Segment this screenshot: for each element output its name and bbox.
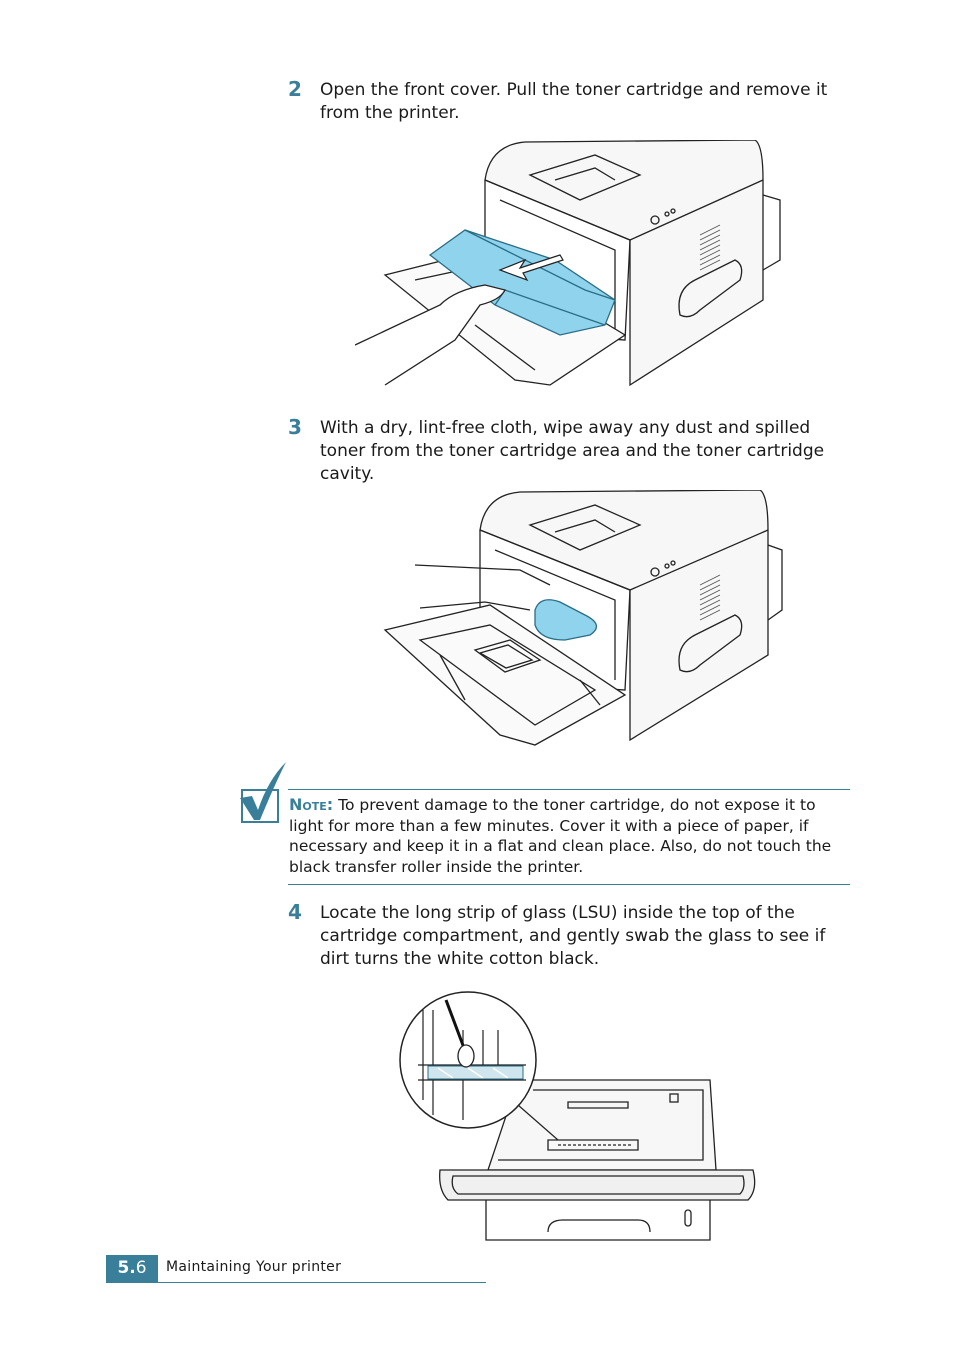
note-label: Note:	[289, 795, 334, 814]
note-bottom-rule	[288, 884, 850, 885]
note-block: Note: To prevent damage to the toner car…	[289, 795, 849, 877]
swab-lsu-glass-illustration	[399, 991, 756, 1241]
note-top-rule	[288, 789, 850, 790]
step-2-text: Open the front cover. Pull the toner car…	[320, 80, 828, 123]
footer-rule	[106, 1282, 486, 1283]
step-3-text: With a dry, lint-free cloth, wipe away a…	[320, 418, 825, 484]
footer-title-text: Maintaining Your printer	[166, 1259, 342, 1275]
step-2-number: 2	[288, 77, 302, 101]
step-4-number: 4	[288, 900, 302, 924]
remove-toner-illustration	[355, 140, 781, 387]
step-3-number: 3	[288, 415, 302, 439]
footer-chapter-title: Maintaining Your printer	[166, 1259, 341, 1275]
checkmark-note-icon	[240, 762, 286, 823]
wipe-cartridge-area-illustration	[383, 490, 783, 746]
page-number: 6	[135, 1258, 147, 1278]
note-text: To prevent damage to the toner cartridge…	[289, 796, 832, 876]
page-number-badge: 5.6	[106, 1255, 158, 1282]
step-4-text: Locate the long strip of glass (LSU) ins…	[320, 903, 826, 969]
chapter-number: 5.	[117, 1258, 136, 1278]
